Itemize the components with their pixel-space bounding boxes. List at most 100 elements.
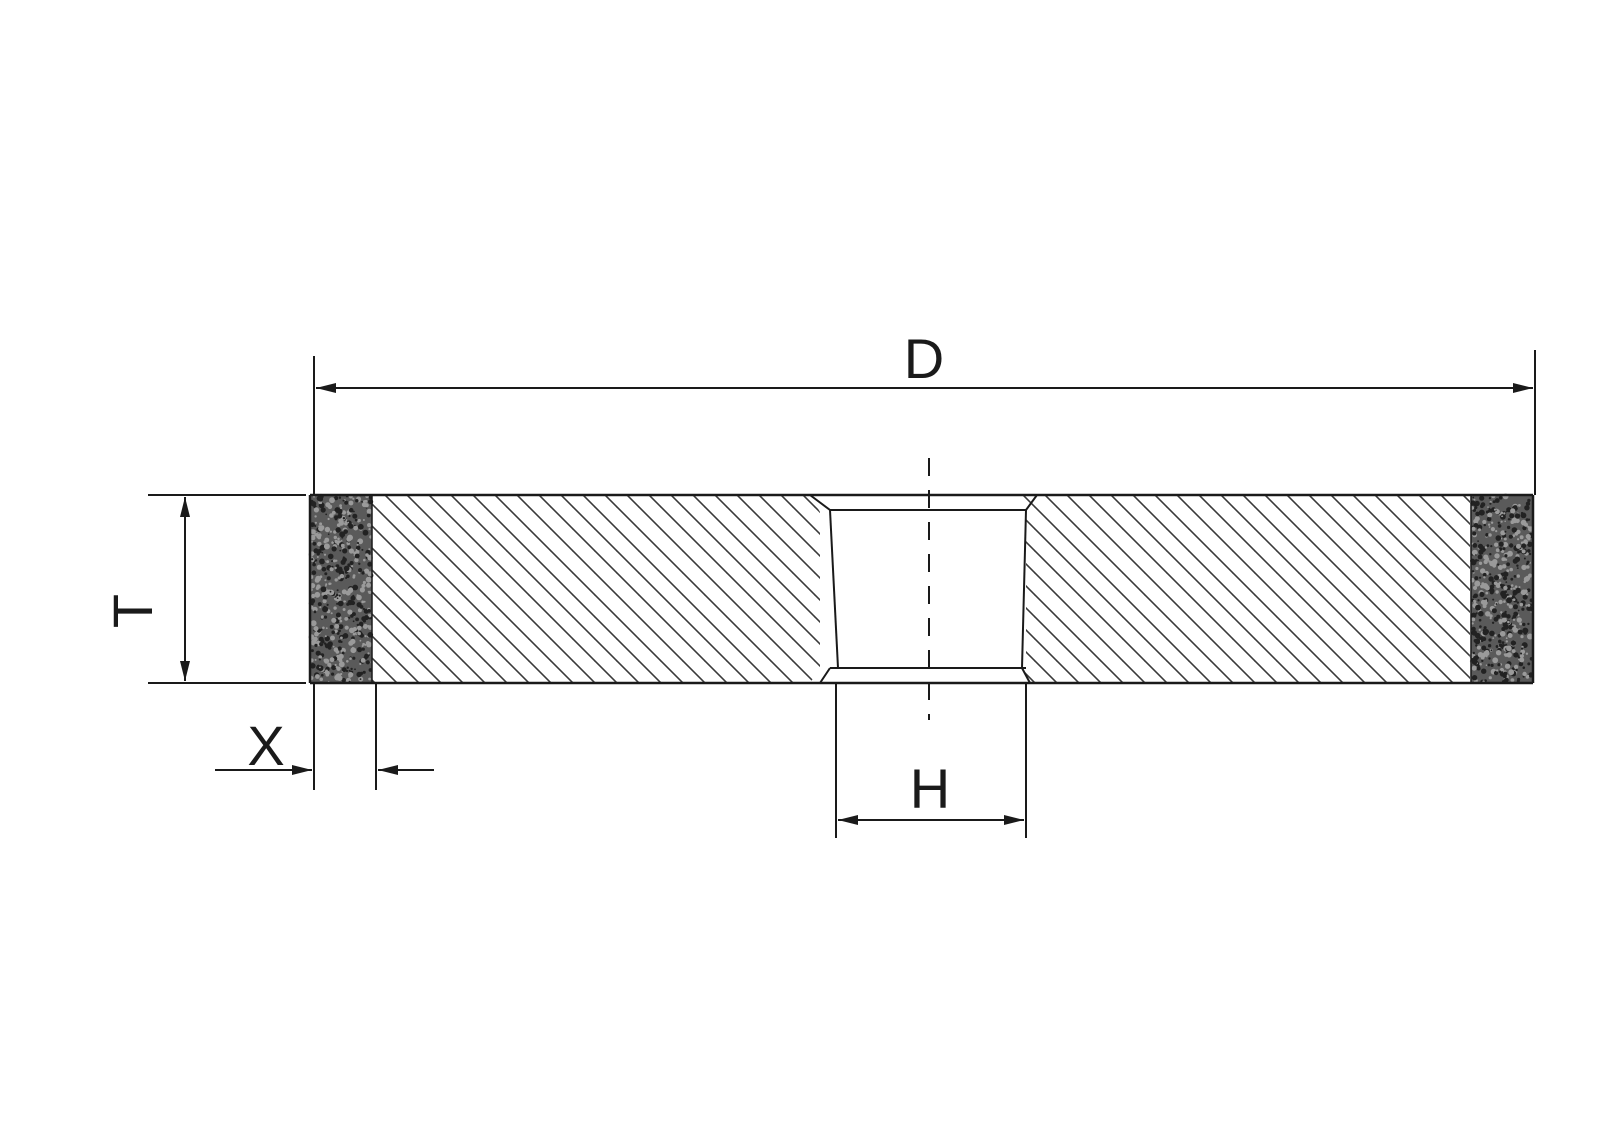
abrasive-grain <box>351 646 354 649</box>
abrasive-grain <box>1478 528 1481 532</box>
abrasive-grain <box>1489 617 1492 620</box>
abrasive-grain <box>1513 611 1519 617</box>
abrasive-grain <box>1490 649 1493 652</box>
abrasive-grain <box>1499 631 1506 637</box>
abrasive-grain <box>313 507 319 513</box>
abrasive-grain <box>365 553 369 557</box>
abrasive-grain <box>323 543 330 550</box>
wheel-body-right <box>1017 495 1470 683</box>
abrasive-grain <box>1506 597 1513 604</box>
abrasive-grain <box>1488 657 1491 660</box>
abrasive-grain <box>335 507 338 510</box>
abrasive-grain <box>361 600 365 604</box>
abrasive-grain <box>1522 622 1526 627</box>
abrasive-grain <box>1483 576 1486 579</box>
abrasive-grain <box>345 590 351 596</box>
abrasive-grain <box>1520 511 1524 515</box>
abrasive-grain <box>348 523 354 529</box>
abrasive-grain <box>340 506 343 510</box>
abrasive-grain <box>362 571 365 574</box>
abrasive-grain <box>319 558 325 565</box>
abrasive-grain <box>1475 644 1478 647</box>
abrasive-grain <box>316 576 320 580</box>
abrasive-grain <box>313 636 318 642</box>
abrasive-grain <box>1478 618 1482 622</box>
abrasive-grain <box>1512 558 1518 564</box>
abrasive-grain <box>310 534 316 541</box>
abrasive-grain <box>320 639 325 644</box>
abrasive-grain <box>1479 625 1482 628</box>
abrasive-grain <box>317 533 322 538</box>
abrasive-grain <box>1525 533 1531 540</box>
abrasive-grain <box>333 559 336 563</box>
abrasive-grain <box>338 496 342 499</box>
abrasive-grain <box>1513 575 1517 578</box>
abrasive-grain <box>327 517 330 521</box>
abrasive-grain <box>1496 669 1499 672</box>
abrasive-grain <box>334 578 338 582</box>
abrasive-grain <box>1521 543 1527 549</box>
abrasive-grain <box>1495 645 1499 648</box>
abrasive-grain <box>1475 612 1478 615</box>
abrasive-grain <box>1521 564 1527 571</box>
abrasive-grain <box>1508 518 1511 521</box>
abrasive-grain <box>1474 580 1481 587</box>
abrasive-grain <box>1504 590 1507 594</box>
abrasive-grain <box>1524 596 1526 598</box>
abrasive-grain <box>329 624 334 629</box>
abrasive-grain <box>360 624 364 627</box>
abrasive-grain <box>353 510 355 513</box>
abrasive-grain <box>1498 496 1503 500</box>
abrasive-grain <box>1482 519 1487 525</box>
abrasive-grain <box>332 645 335 648</box>
abrasive-grain <box>1527 525 1530 529</box>
abrasive-grain <box>1520 635 1524 639</box>
abrasive-grain <box>1492 637 1495 639</box>
abrasive-grain <box>351 565 354 568</box>
abrasive-grain <box>338 658 343 663</box>
abrasive-grain <box>337 513 343 519</box>
abrasive-grain <box>1487 513 1492 517</box>
abrasive-grain <box>1526 565 1530 569</box>
abrasive-grain <box>361 583 366 588</box>
abrasive-grain <box>1517 629 1523 635</box>
abrasive-grain <box>1519 535 1524 540</box>
abrasive-grain <box>1519 657 1525 663</box>
abrasive-grain <box>1525 575 1531 581</box>
abrasive-grain <box>1498 581 1502 584</box>
abrasive-grain <box>1477 599 1480 602</box>
abrasive-grain <box>1527 541 1533 547</box>
abrasive-grain <box>1495 650 1502 656</box>
abrasive-grain <box>310 649 314 653</box>
abrasive-grain <box>348 669 351 672</box>
abrasive-grain <box>1474 576 1479 581</box>
abrasive-grain <box>350 647 357 654</box>
abrasive-grain <box>368 677 371 681</box>
abrasive-grain <box>1506 614 1511 619</box>
abrasive-grain <box>1490 545 1493 548</box>
abrasive-grain <box>310 663 316 669</box>
dimension-x-label: X <box>247 714 284 777</box>
abrasive-grain <box>1504 663 1511 669</box>
abrasive-grain <box>348 672 354 678</box>
abrasive-grain <box>338 629 341 633</box>
abrasive-grain <box>348 548 354 554</box>
abrasive-grain <box>1504 610 1507 614</box>
abrasive-grain <box>330 635 335 641</box>
abrasive-grain <box>1498 670 1502 674</box>
abrasive-grain <box>362 670 366 674</box>
abrasive-grain <box>1483 523 1487 527</box>
abrasive-grain <box>341 510 347 515</box>
abrasive-grain <box>1488 576 1494 582</box>
abrasive-grain <box>357 523 364 530</box>
abrasive-grain <box>1480 502 1486 507</box>
abrasive-grain <box>1474 506 1478 510</box>
abrasive-grain <box>1473 523 1479 528</box>
abrasive-grain <box>346 574 350 579</box>
abrasive-grain <box>1509 594 1512 598</box>
abrasive-grain <box>327 641 333 647</box>
abrasive-grain <box>1486 516 1492 522</box>
abrasive-grain <box>356 594 359 597</box>
abrasive-grain <box>342 608 346 611</box>
